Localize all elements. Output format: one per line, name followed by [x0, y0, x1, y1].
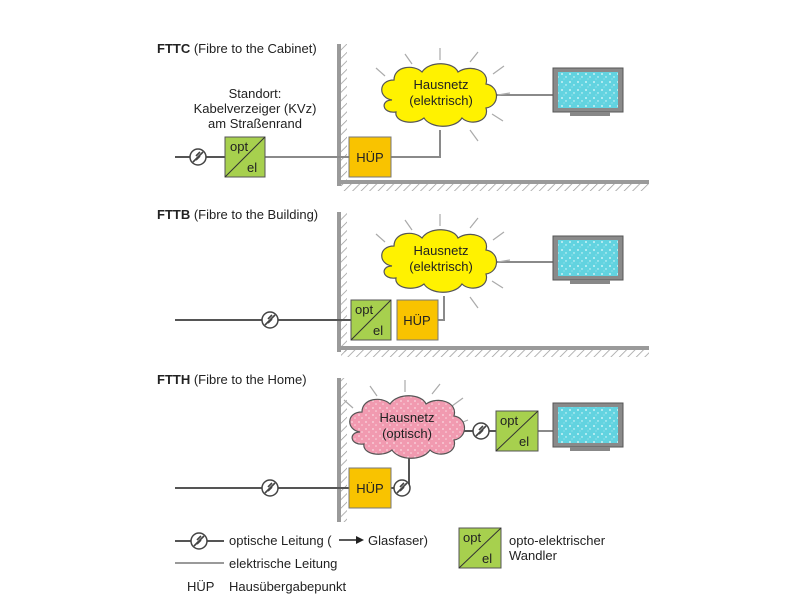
- opto-electric-converter: opt el: [350, 299, 392, 341]
- ground-hatch: [341, 350, 649, 357]
- converter-el-label: el: [247, 160, 257, 175]
- tv-icon: [552, 235, 624, 284]
- converter-opt-label: opt: [463, 530, 481, 545]
- hup-box: HÜP: [348, 467, 392, 509]
- tv-icon: [552, 402, 624, 451]
- home-network-cloud: Hausnetz (elektrisch): [375, 48, 511, 142]
- fttb-title: FTTB (Fibre to the Building): [157, 207, 318, 222]
- fttc-title: FTTC (Fibre to the Cabinet): [157, 41, 317, 56]
- fttc-abbr: FTTC: [157, 41, 191, 56]
- ground: [341, 346, 649, 350]
- cloud-line: (optisch): [382, 426, 432, 441]
- hup-label: HÜP: [356, 481, 383, 496]
- legend-optical-text: optische Leitung (: [229, 533, 332, 548]
- ftth-desc: (Fibre to the Home): [193, 372, 307, 387]
- wall-hatch: [341, 44, 347, 186]
- wall: [337, 378, 341, 522]
- cloud-line: Hausnetz: [414, 243, 469, 258]
- converter-opt-label: opt: [230, 139, 248, 154]
- location-line: Kabelverzeiger (KVz): [193, 101, 317, 116]
- wall: [337, 212, 341, 352]
- home-network-cloud: Hausnetz (optisch): [343, 380, 469, 459]
- location-line: am Straßenrand: [208, 116, 302, 131]
- fiber-connector-icon: [393, 479, 411, 497]
- fttb-section: opt el HÜP Hausnetz (elektrisch): [175, 212, 649, 357]
- fttc-location-label: Standort: Kabelverzeiger (KVz) am Straße…: [180, 86, 330, 131]
- ground-hatch: [341, 184, 649, 191]
- converter-el-label: el: [482, 551, 492, 566]
- hup-box: HÜP: [396, 299, 439, 341]
- legend-electrical-label: elektrische Leitung: [229, 556, 337, 571]
- ftth-abbr: FTTH: [157, 372, 191, 387]
- tv-icon: [552, 67, 624, 116]
- legend-converter-line: Wandler: [509, 548, 557, 563]
- arrow-right-icon: [339, 536, 364, 544]
- legend-hup-abbr-text: HÜP: [187, 579, 215, 594]
- wall-hatch: [341, 378, 347, 522]
- fttc-section: opt el HÜP Hausnetz (elektrisch): [175, 44, 649, 191]
- legend-optical-target: Glasfaser): [368, 533, 428, 548]
- legend-hup-desc: Hausübergabepunkt: [229, 579, 346, 594]
- converter-opt-label: opt: [500, 413, 518, 428]
- home-network-cloud: Hausnetz (elektrisch): [375, 214, 511, 309]
- hup-label: HÜP: [403, 313, 430, 328]
- ground: [341, 180, 649, 184]
- legend: opt el: [175, 527, 502, 569]
- electrical-line: [438, 296, 445, 321]
- legend-hup-desc-text: Hausübergabepunkt: [229, 579, 347, 594]
- fttb-abbr: FTTB: [157, 207, 191, 222]
- fiber-connector-icon: [190, 532, 208, 550]
- opto-electric-converter: opt el: [495, 410, 539, 452]
- fiber-connector-icon: [189, 148, 207, 166]
- fiber-connector-icon: [261, 311, 279, 329]
- legend-optical-label: optische Leitung (: [229, 533, 332, 548]
- opto-electric-converter: opt el: [224, 136, 266, 178]
- cloud-line: (elektrisch): [409, 93, 473, 108]
- converter-el-label: el: [519, 434, 529, 449]
- hup-box: HÜP: [348, 136, 392, 178]
- fttb-desc: (Fibre to the Building): [193, 207, 319, 222]
- legend-electrical-text: elektrische Leitung: [229, 556, 338, 571]
- legend-hup-abbr: HÜP: [187, 579, 214, 594]
- legend-glasfaser-text: Glasfaser): [368, 533, 428, 548]
- hup-label: HÜP: [356, 150, 383, 165]
- converter-opt-label: opt: [355, 302, 373, 317]
- cloud-line: Hausnetz: [414, 77, 469, 92]
- ftth-section: HÜP Hausnetz (optisch) opt el: [175, 378, 624, 522]
- wall: [337, 44, 341, 186]
- fiber-connector-icon: [261, 479, 279, 497]
- electrical-line: [391, 130, 441, 158]
- location-line: Standort:: [228, 86, 282, 101]
- cloud-line: Hausnetz: [380, 410, 435, 425]
- legend-converter-label: opto-elektrischer Wandler: [509, 533, 605, 563]
- opto-electric-converter: opt el: [458, 527, 502, 569]
- converter-el-label: el: [373, 323, 383, 338]
- cloud-line: (elektrisch): [409, 259, 473, 274]
- fiber-connector-icon: [472, 422, 490, 440]
- ftth-title: FTTH (Fibre to the Home): [157, 372, 307, 387]
- fttc-desc: (Fibre to the Cabinet): [193, 41, 317, 56]
- legend-converter-line: opto-elektrischer: [509, 533, 606, 548]
- wall-hatch: [341, 212, 347, 352]
